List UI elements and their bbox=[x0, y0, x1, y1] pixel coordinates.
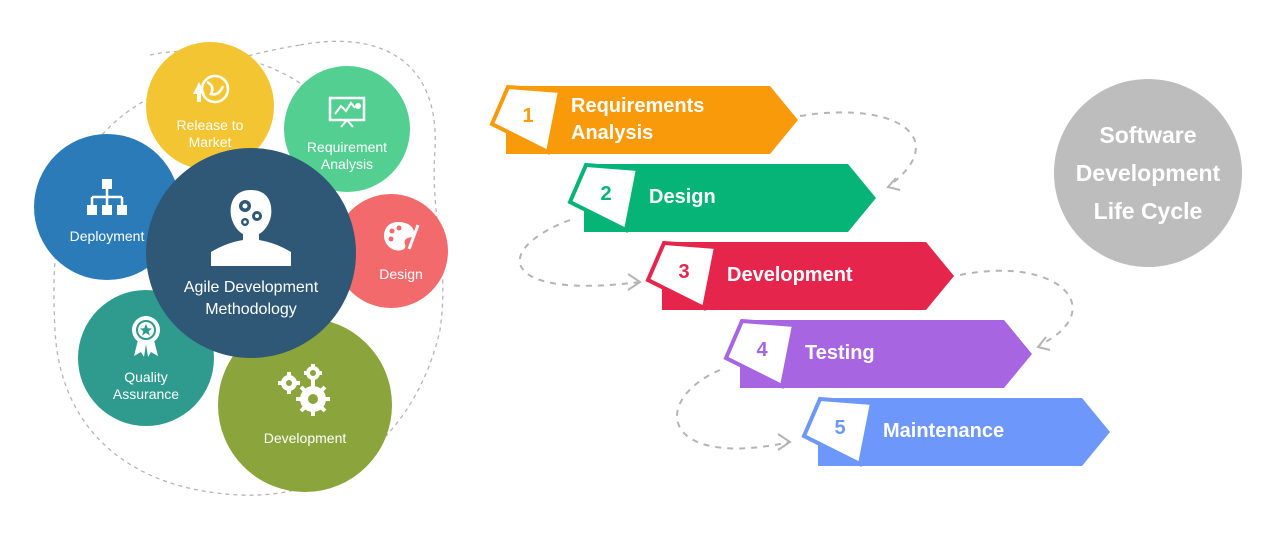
palette-icon bbox=[382, 219, 420, 260]
org-chart-icon bbox=[85, 177, 129, 222]
thinking-head-icon bbox=[207, 186, 295, 271]
design-label: Design bbox=[379, 266, 423, 282]
step-1-arrow bbox=[489, 84, 798, 155]
step-5-arrow bbox=[801, 396, 1110, 467]
step-4-number: 4 bbox=[756, 339, 768, 361]
step-3-number: 3 bbox=[678, 261, 690, 283]
deployment-label: Deployment bbox=[69, 228, 145, 244]
step-1-number: 1 bbox=[522, 105, 534, 127]
agile-center-circle: Agile Development Methodology bbox=[146, 148, 356, 358]
globe-icon bbox=[189, 72, 231, 111]
step-2-arrow bbox=[567, 162, 876, 233]
step-2-label: Design bbox=[649, 186, 716, 208]
step-5-number: 5 bbox=[834, 417, 846, 439]
step-3-label: Development bbox=[727, 264, 853, 286]
sdlc-title-circle: Software Development Life Cycle bbox=[1054, 79, 1242, 267]
award-ribbon-icon bbox=[128, 314, 164, 363]
step-3-arrow bbox=[645, 240, 954, 311]
step-2-number: 2 bbox=[600, 183, 612, 205]
presentation-board-icon bbox=[327, 94, 367, 133]
release-to-market-label: Release to Market bbox=[176, 116, 244, 150]
requirement-analysis-label: Requirement Analysis bbox=[306, 138, 388, 172]
sdlc-title: Software Development Life Cycle bbox=[1075, 122, 1221, 224]
quality-assurance-label: Quality Assurance bbox=[112, 368, 180, 402]
step-5-label: Maintenance bbox=[883, 420, 1005, 442]
development-label: Development bbox=[263, 430, 347, 446]
step-1-label: Requirements Analysis bbox=[571, 95, 705, 144]
step-4-arrow bbox=[723, 318, 1032, 389]
agile-center-label: Agile Development Methodology bbox=[183, 278, 319, 318]
gears-icon bbox=[275, 363, 335, 424]
step-4-label: Testing bbox=[805, 342, 875, 364]
